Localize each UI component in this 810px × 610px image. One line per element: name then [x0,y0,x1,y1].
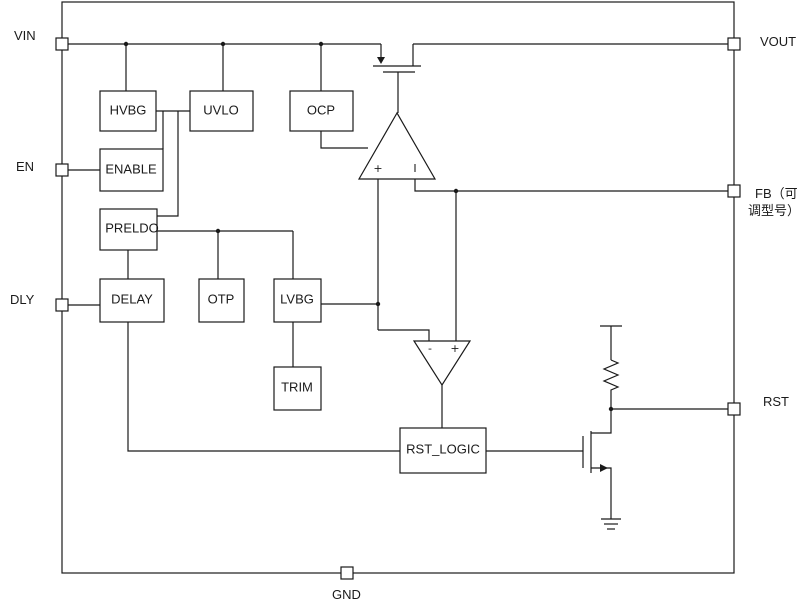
uvlo-block [189,90,254,132]
ocp-label: OCP [307,102,335,117]
comp-minus-sign: - [428,342,432,355]
delay-wiring [68,304,400,452]
vin-label: VIN [14,28,36,43]
rst-label: RST [763,394,789,409]
en-label: EN [16,159,34,174]
rst-pin [727,402,741,416]
otp-block [198,278,245,323]
hvbg-label: HVBG [110,102,147,117]
preldo-block [99,208,158,251]
delay-block [99,278,165,323]
error-amplifier: + I [357,111,437,180]
lvbg-block [273,278,322,323]
rst-logic-label: RST_LOGIC [406,441,480,456]
enable-block [99,148,164,192]
amp-plus-sign: + [373,162,382,175]
amp-minus-sign: I [413,162,416,175]
trim-block [273,366,322,411]
otp-label: OTP [208,291,235,306]
enable-label: ENABLE [105,161,157,176]
pullup-resistor [602,359,620,409]
en-pin [55,163,69,177]
fb-net [414,179,728,341]
reset-comparator: - + [412,340,472,428]
fb-label-line1: FB（可 [755,186,798,201]
rst-output-stage [486,325,728,530]
hvbg-block [99,90,157,132]
dly-label: DLY [10,292,35,307]
dly-pin [55,298,69,312]
gnd-label: GND [332,587,361,602]
preldo-label: PRELDO [105,220,158,235]
delay-label: DELAY [111,291,153,306]
uvlo-label: UVLO [203,102,238,117]
hvbg-wiring [68,110,190,279]
vin-pin [55,37,69,51]
gnd-pin [340,566,354,580]
chip-outline [61,1,735,574]
comp-plus-sign: + [450,342,459,355]
vout-label: VOUT [760,34,796,49]
vref-net [321,179,430,341]
lvbg-label: LVBG [280,291,314,306]
trim-label: TRIM [281,379,313,394]
ocp-block [289,90,354,132]
fb-pin [727,184,741,198]
preldo-wiring [157,228,294,367]
vin-rail [68,41,385,91]
fb-label-line2: 调型号） [748,203,800,218]
rst-logic-block [399,427,487,474]
ocp-wire [320,131,368,149]
vout-pin [727,37,741,51]
pass-transistor [373,43,728,113]
